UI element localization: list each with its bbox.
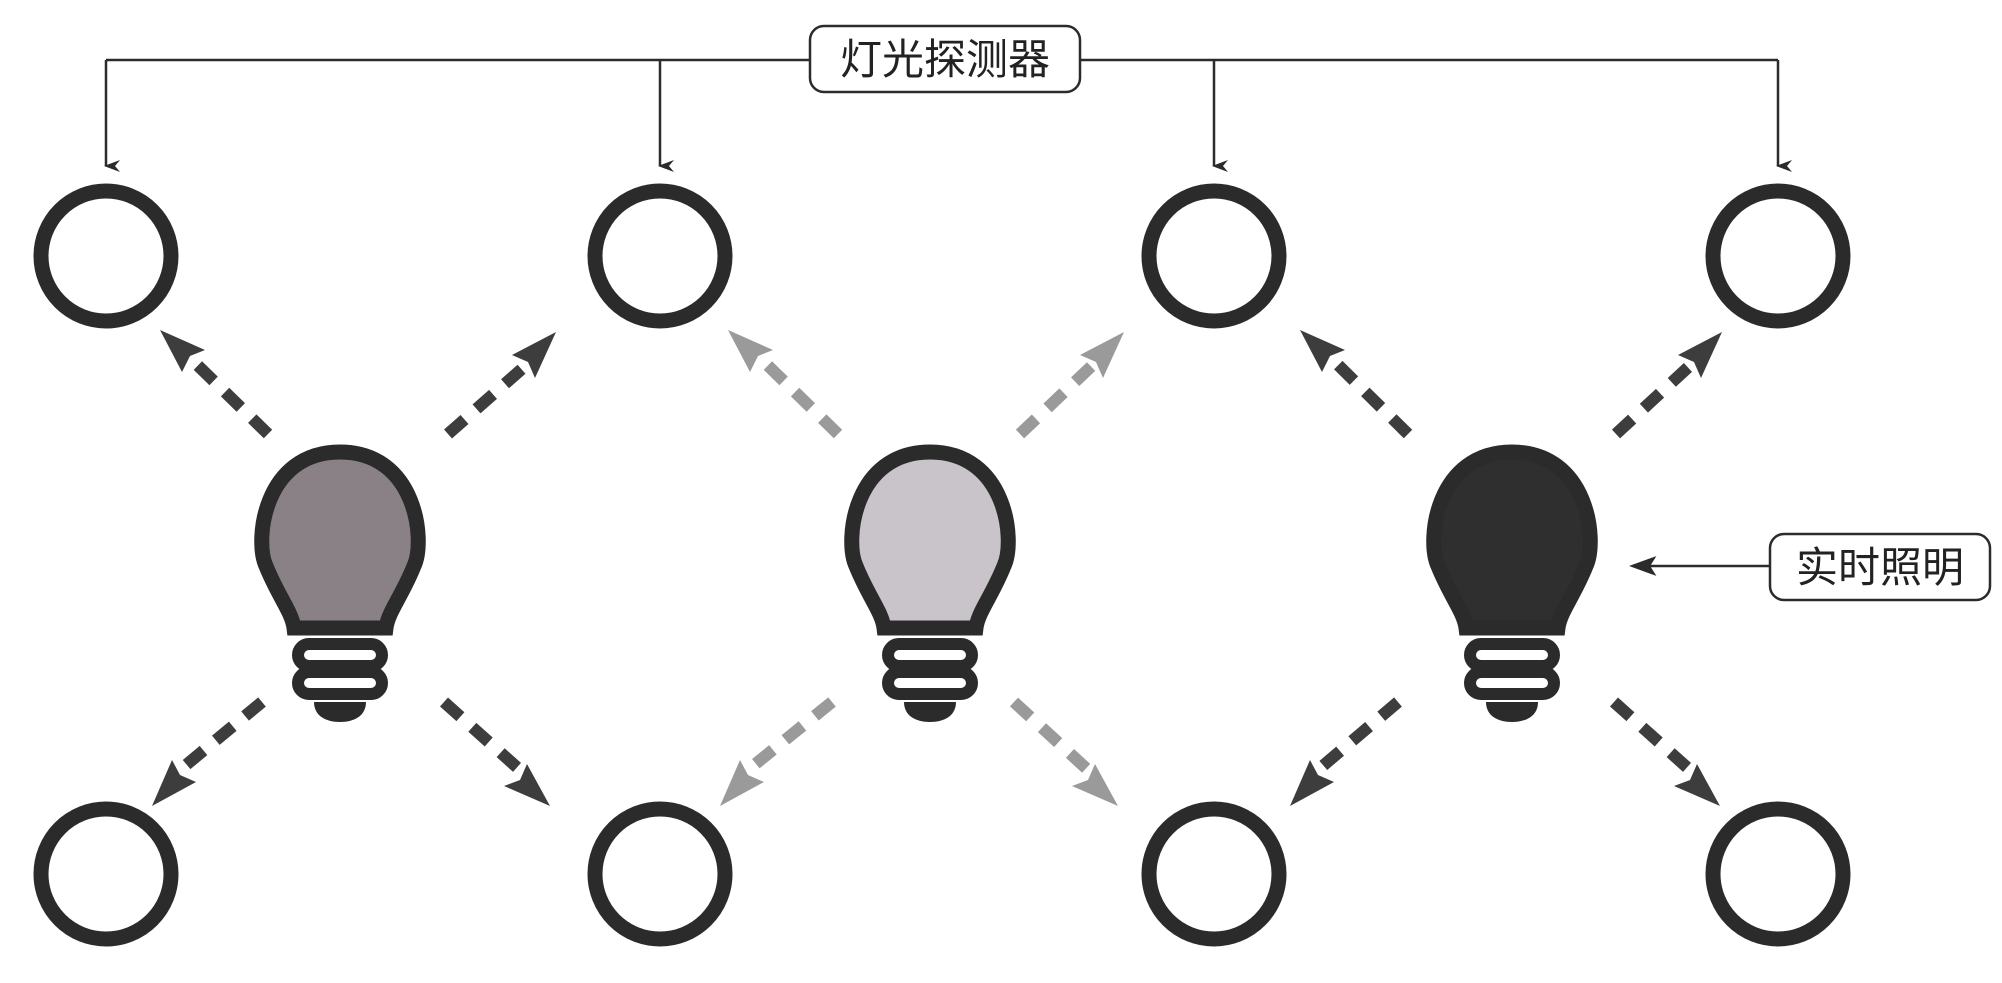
ray-bulb2-bottom-right-head — [1072, 764, 1118, 806]
ray-bulb3-bottom-left — [1314, 697, 1402, 775]
light-probe-top-3 — [1141, 183, 1287, 329]
ray-bulb3-top-left-head — [1300, 330, 1345, 372]
ray-bulb2-top-left-head — [728, 330, 773, 372]
light-probe-bottom-3 — [1141, 801, 1287, 947]
ray-bulb3-bottom-left-head — [1290, 760, 1334, 806]
bulb-cap-left — [314, 702, 366, 722]
light-probe-top-1 — [33, 183, 179, 329]
ray-bulb1-bottom-right-head — [504, 764, 550, 806]
ray-bulb1-bottom-right — [439, 697, 525, 775]
realtime-light-label-box — [1768, 532, 1992, 602]
bulb-base-left-1 — [292, 638, 388, 672]
light-probe-top-2 — [587, 183, 733, 329]
bulb-base-right-2 — [1464, 666, 1560, 700]
realtime-light-arrowhead — [1629, 556, 1657, 576]
ray-bulb1-bottom-left-head — [152, 760, 196, 806]
ray-bulb1-top-right — [444, 355, 536, 439]
ray-bulb1-top-left-head — [160, 330, 205, 372]
realtime-light-callout: 实时照明 — [1629, 532, 1992, 602]
bulb-base-middle-2 — [882, 666, 978, 700]
light-bulb-left — [254, 444, 426, 722]
bulb-base-left-2 — [292, 666, 388, 700]
ray-bulb1-top-left — [180, 348, 273, 439]
bulb-cap-right — [1486, 702, 1538, 722]
ray-bulb3-top-right — [1611, 355, 1701, 439]
probe-label-text: 灯光探测器 — [840, 35, 1050, 84]
light-probe-bottom-1 — [33, 801, 179, 947]
ray-bulb3-top-left — [1321, 348, 1413, 439]
ray-bulb2-bottom-left — [744, 697, 836, 775]
bulb-base-right-1 — [1464, 638, 1560, 672]
light-probe-bottom-4 — [1705, 801, 1851, 947]
ray-group-right — [1290, 330, 1722, 806]
ray-bulb2-bottom-right — [1009, 697, 1093, 775]
ray-group-left — [152, 330, 556, 806]
light-rays — [152, 330, 1722, 806]
light-probe-bottom-2 — [587, 801, 733, 947]
probe-row-bottom — [33, 801, 1851, 947]
light-bulb-middle — [844, 444, 1016, 722]
bulb-base-middle-1 — [882, 638, 978, 672]
bulb-glass-middle — [844, 444, 1016, 636]
light-bulb-right — [1426, 444, 1598, 722]
ray-bulb2-bottom-left-head — [720, 760, 764, 806]
bulb-glass-left — [254, 444, 426, 636]
ray-bulb3-bottom-right — [1609, 697, 1695, 775]
ray-bulb3-top-right-head — [1678, 332, 1722, 378]
ray-bulb1-top-right-head — [512, 332, 556, 378]
probe-label-box — [808, 24, 1082, 94]
light-probe-top-4 — [1705, 183, 1851, 329]
ray-bulb2-top-right — [1015, 355, 1103, 439]
ray-bulb3-bottom-right-head — [1674, 764, 1720, 806]
ray-bulb1-bottom-left — [176, 697, 266, 775]
ray-bulb2-top-right-head — [1080, 332, 1124, 378]
probe-row-top — [33, 183, 1851, 329]
bulb-cap-middle — [904, 702, 956, 722]
realtime-light-label-text: 实时照明 — [1796, 543, 1964, 592]
ray-group-middle — [720, 330, 1124, 806]
ray-bulb2-top-left — [750, 348, 843, 439]
probe-label-callout: 灯光探测器 — [808, 24, 1082, 94]
bulb-glass-right — [1426, 444, 1598, 636]
